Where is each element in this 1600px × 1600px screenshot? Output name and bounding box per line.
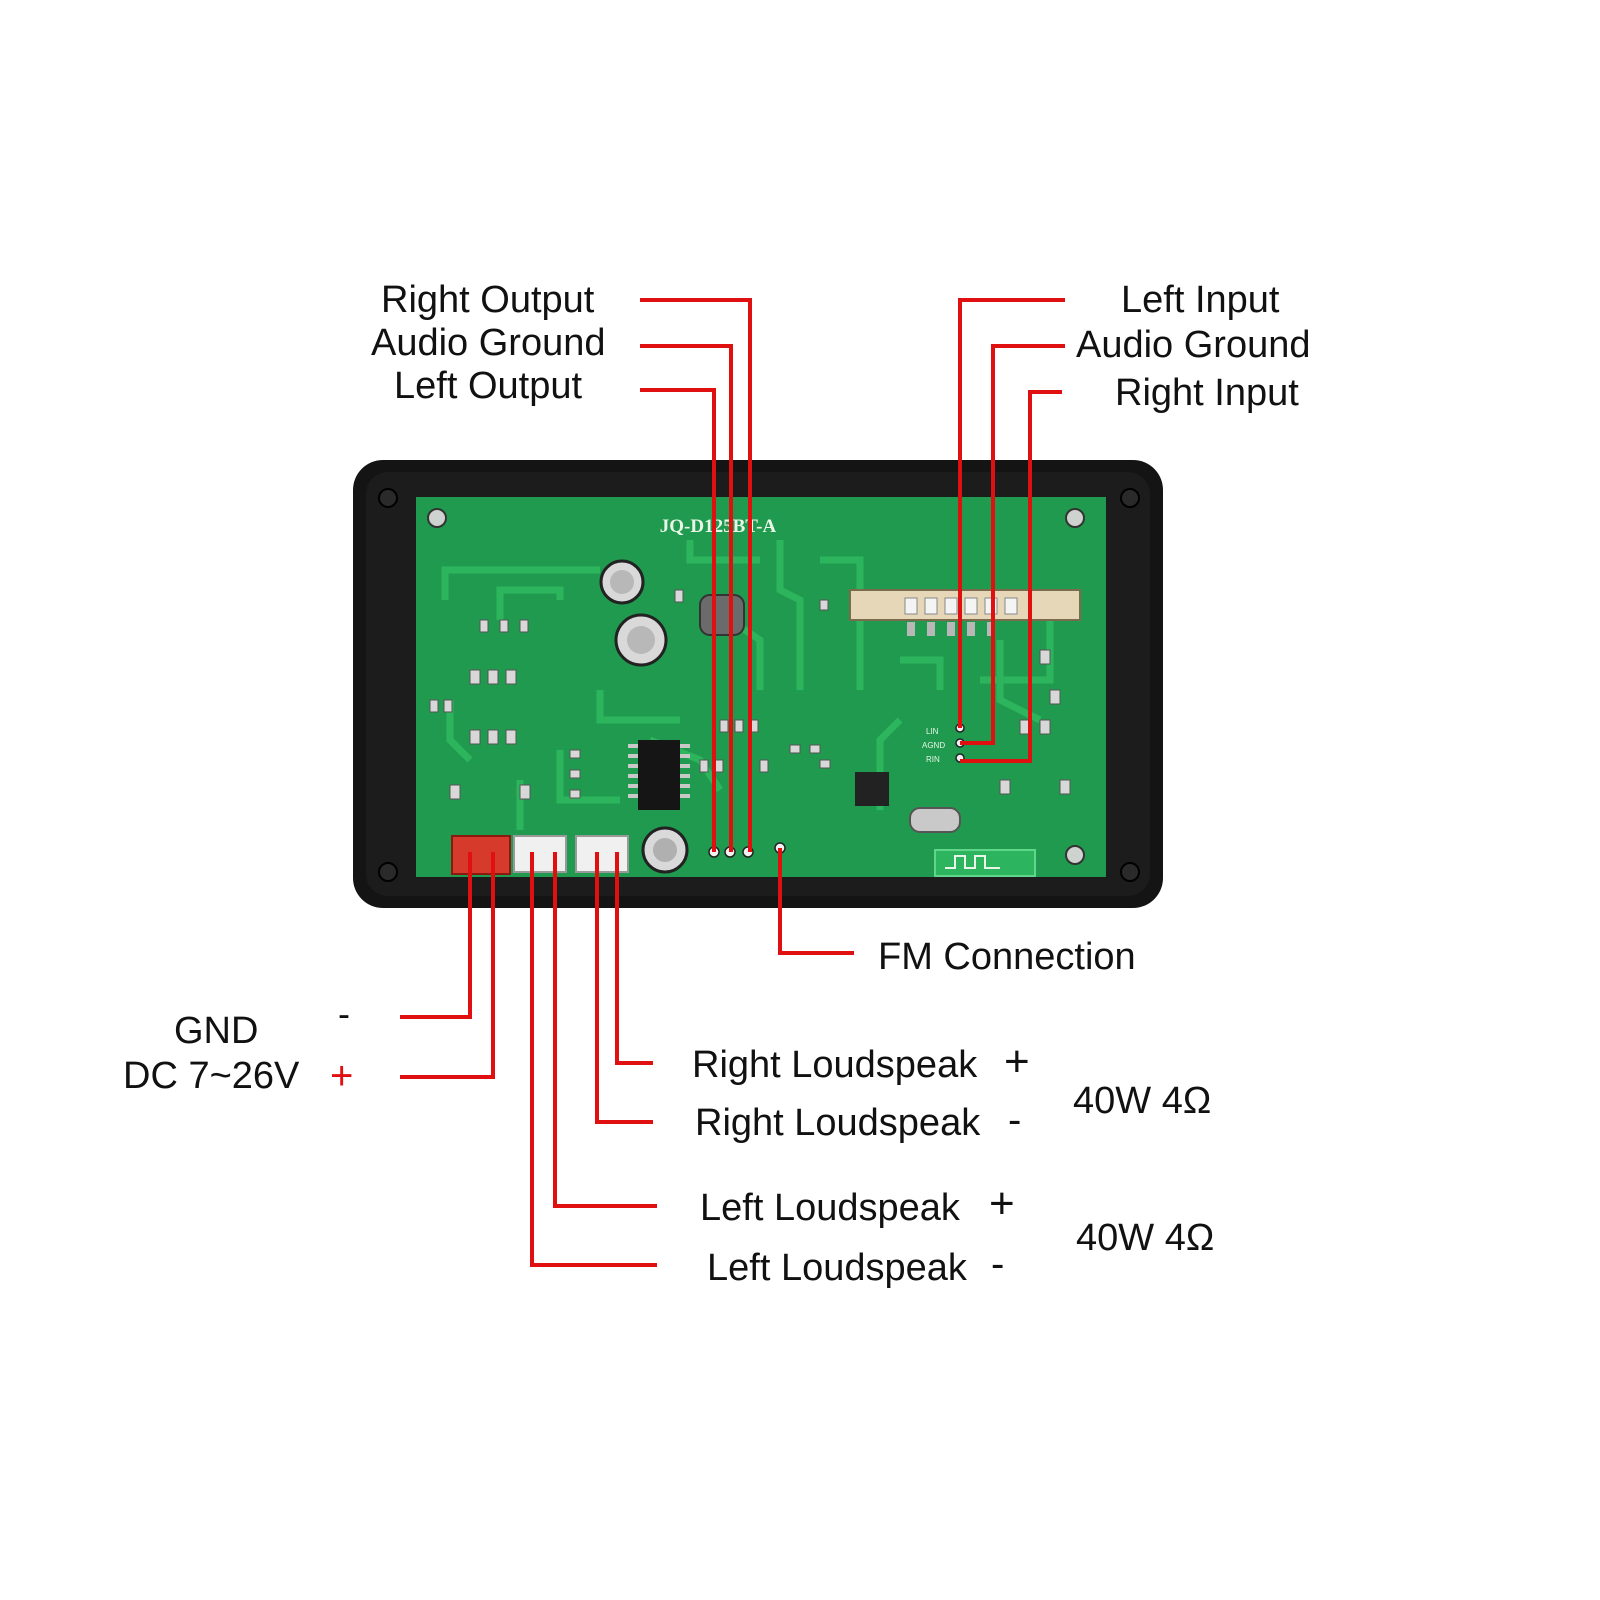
label-audio-ground-out: Audio Ground <box>371 322 606 364</box>
capacitor <box>641 826 689 874</box>
leader-fm <box>778 848 854 955</box>
label-right-speaker-pos: Right Loudspeak <box>692 1044 978 1086</box>
pad-label-rin: RIN <box>926 755 940 764</box>
inductor <box>699 594 745 636</box>
leader-audio-ground-out <box>640 344 733 852</box>
label-gnd: GND <box>174 1010 259 1052</box>
capacitor <box>599 559 645 605</box>
model-silkscreen: JQ-D125BT-A <box>660 516 777 537</box>
leader-left-input <box>958 298 1065 728</box>
leader-left-speaker-pos <box>553 852 657 1208</box>
leader-right-output <box>640 298 752 852</box>
dc-sign: + <box>330 1054 354 1098</box>
label-audio-ground-in: Audio Ground <box>1076 324 1311 366</box>
board-screw <box>1065 845 1085 865</box>
amplifier-ic <box>628 740 690 810</box>
right-speaker-pos-sign: + <box>1004 1037 1030 1086</box>
leader-right-input <box>960 390 1062 763</box>
leader-audio-ground-in <box>960 344 1065 745</box>
left-speaker-pos-sign: + <box>989 1179 1015 1228</box>
leader-right-speaker-neg <box>595 852 653 1124</box>
label-fm-connection: FM Connection <box>878 936 1136 978</box>
board-screw <box>1065 508 1085 528</box>
label-dc: DC 7~26V <box>123 1055 300 1097</box>
pad-label-lin: LIN <box>926 727 939 736</box>
leader-left-speaker-neg <box>530 852 657 1267</box>
crystal-oscillator <box>909 807 961 833</box>
label-right-speaker-neg: Right Loudspeak <box>695 1102 981 1144</box>
label-left-speaker-pos: Left Loudspeak <box>700 1187 960 1229</box>
label-right-power: 40W 4Ω <box>1073 1080 1212 1122</box>
label-right-output: Right Output <box>381 279 595 321</box>
case-screw <box>1120 488 1140 508</box>
leader-dc <box>400 852 495 1079</box>
bluetooth-ic <box>855 772 889 806</box>
right-speaker-neg-sign: - <box>1008 1098 1022 1142</box>
label-left-input: Left Input <box>1121 279 1280 321</box>
case-screw <box>378 862 398 882</box>
leader-left-output <box>640 388 716 852</box>
label-left-output: Left Output <box>394 365 583 407</box>
case-screw <box>1120 862 1140 882</box>
leader-right-speaker-pos <box>615 852 653 1065</box>
left-speaker-connector <box>513 835 567 873</box>
leader-gnd <box>400 852 472 1019</box>
right-speaker-connector <box>575 835 629 873</box>
label-right-input: Right Input <box>1115 372 1299 414</box>
board-screw <box>427 508 447 528</box>
label-left-power: 40W 4Ω <box>1076 1217 1215 1259</box>
capacitor <box>614 613 668 667</box>
pad-label-agnd: AGND <box>922 741 945 750</box>
gnd-sign: - <box>338 993 350 1034</box>
label-left-speaker-neg: Left Loudspeak <box>707 1247 967 1289</box>
case-screw <box>378 488 398 508</box>
left-speaker-neg-sign: - <box>991 1242 1005 1286</box>
power-connector <box>451 835 511 875</box>
